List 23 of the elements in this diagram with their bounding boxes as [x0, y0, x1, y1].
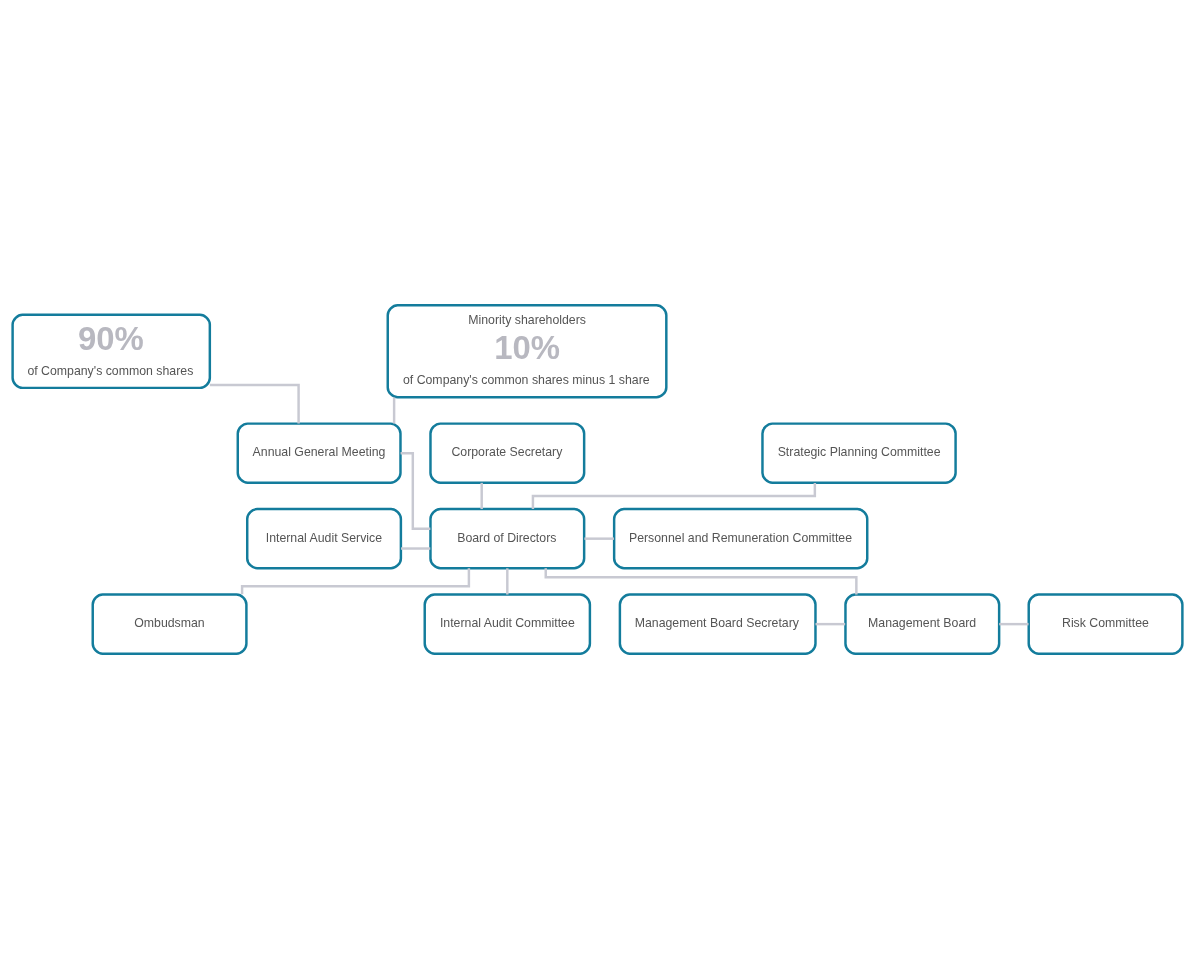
node-box: Ombudsman	[91, 593, 248, 655]
node-box: Board of Directors	[429, 507, 586, 570]
node-box: Risk Committee	[1027, 593, 1184, 655]
node-box: Management Board Secretary	[618, 593, 817, 655]
connector	[584, 537, 614, 540]
node-box: Management Board	[844, 593, 1001, 655]
connector	[401, 547, 431, 550]
node-box: Annual General Meeting	[236, 422, 402, 485]
node-box: Personnel and Remuneration Committee	[612, 507, 869, 570]
connector	[815, 622, 846, 626]
connector	[209, 383, 300, 424]
node-box: Internal Audit Service	[246, 507, 403, 570]
node-box: 90% of Company's common shares	[11, 313, 212, 390]
connector	[400, 451, 431, 531]
node-box: Strategic Planning Committee	[761, 422, 957, 485]
connector	[392, 397, 396, 424]
connector	[480, 482, 483, 510]
connector	[531, 482, 817, 509]
connector	[999, 622, 1029, 626]
node-box: Minority shareholders 10% of Company's common shares minus 1 share	[386, 304, 668, 399]
node-box: Corporate Secretary	[429, 422, 586, 485]
node-box: Internal Audit Committee	[423, 593, 592, 655]
connector	[506, 568, 509, 595]
